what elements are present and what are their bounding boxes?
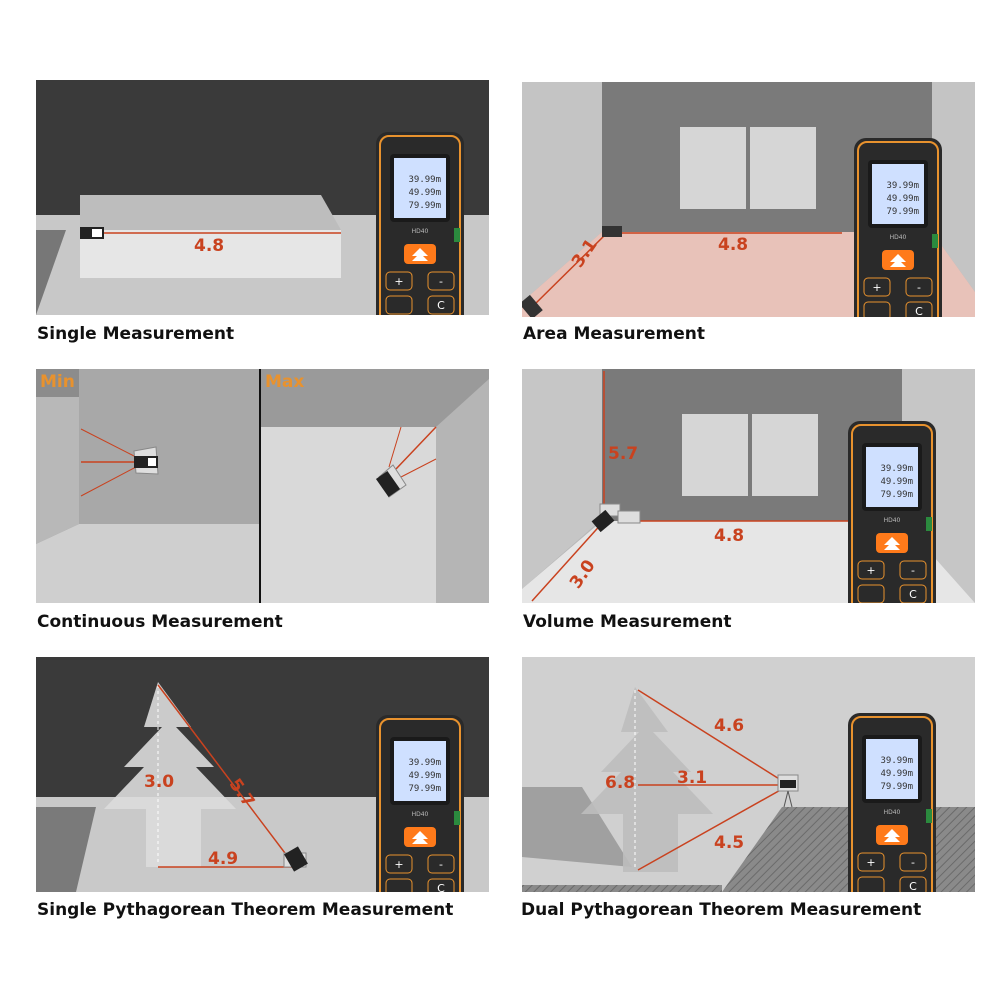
svg-text:79.99m: 79.99m — [408, 784, 441, 794]
svg-text:79.99m: 79.99m — [408, 201, 441, 211]
volume-length-value: 4.8 — [714, 526, 745, 546]
caption-continuous: Continuous Measurement — [37, 612, 283, 632]
tree-icon — [104, 682, 236, 867]
continuous-min-scene — [36, 369, 259, 603]
svg-text:HD40: HD40 — [884, 809, 901, 816]
svg-text:39.99m: 39.99m — [880, 756, 913, 766]
dual-middle-value: 3.1 — [677, 768, 708, 788]
svg-text:+: + — [866, 564, 875, 577]
svg-text:-: - — [911, 856, 915, 869]
svg-text:49.99m: 49.99m — [886, 194, 919, 204]
laser-device: 39.99m 49.99m 79.99m HD40 + - C — [846, 421, 938, 603]
svg-text:-: - — [439, 858, 443, 871]
svg-text:79.99m: 79.99m — [886, 207, 919, 217]
pythagorean-height-value: 3.0 — [144, 772, 175, 792]
svg-text:79.99m: 79.99m — [880, 490, 913, 500]
single-distance-value: 4.8 — [194, 236, 225, 256]
svg-text:39.99m: 39.99m — [408, 758, 441, 768]
dual-height-value: 6.8 — [605, 773, 636, 793]
svg-text:49.99m: 49.99m — [880, 769, 913, 779]
caption-dual-pythagorean: Dual Pythagorean Theorem Measurement — [521, 900, 922, 920]
caption-area: Area Measurement — [523, 324, 705, 344]
svg-text:C: C — [437, 299, 445, 312]
svg-text:-: - — [917, 281, 921, 294]
panel-single-pythagorean: 3.0 5.7 4.9 39.99m 49.99m 79.99m HD40 + … — [36, 657, 489, 892]
svg-text:49.99m: 49.99m — [408, 771, 441, 781]
panel-single: 4.8 39.99m 49.99m 79.99m HD40 + - C — [36, 80, 489, 315]
panel-volume: 5.7 4.8 3.0 39.99m 49.99m 79.99m HD40 + … — [522, 369, 975, 603]
svg-text:39.99m: 39.99m — [880, 464, 913, 474]
svg-text:+: + — [394, 275, 403, 288]
label-max: Max — [265, 372, 305, 392]
laser-device: 39.99m 49.99m 79.99m HD40 + - C — [374, 132, 466, 315]
label-min: Min — [40, 372, 75, 392]
laser-device: 39.99m 49.99m 79.99m HD40 + - C — [846, 713, 938, 892]
caption-single: Single Measurement — [37, 324, 235, 344]
svg-text:HD40: HD40 — [884, 517, 901, 524]
tree-icon — [581, 687, 713, 872]
svg-text:49.99m: 49.99m — [880, 477, 913, 487]
svg-text:C: C — [909, 588, 917, 601]
caption-volume: Volume Measurement — [523, 612, 732, 632]
svg-text:C: C — [909, 880, 917, 892]
svg-text:C: C — [437, 882, 445, 892]
volume-height-value: 5.7 — [608, 444, 639, 464]
svg-text:HD40: HD40 — [890, 234, 907, 241]
svg-text:39.99m: 39.99m — [886, 181, 919, 191]
svg-text:49.99m: 49.99m — [408, 188, 441, 198]
dual-bottom-value: 4.5 — [714, 833, 745, 853]
svg-text:HD40: HD40 — [412, 811, 429, 818]
panel-dual-pythagorean: 4.6 6.8 3.1 4.5 39.99m 49.99m 79.99m HD4… — [522, 657, 975, 892]
divider — [259, 369, 261, 603]
svg-text:+: + — [872, 281, 881, 294]
svg-text:C: C — [915, 305, 923, 317]
svg-text:HD40: HD40 — [412, 228, 429, 235]
area-length-value: 4.8 — [718, 235, 749, 255]
svg-text:79.99m: 79.99m — [880, 782, 913, 792]
dual-top-value: 4.6 — [714, 716, 745, 736]
caption-single-pythagorean: Single Pythagorean Theorem Measurement — [37, 900, 454, 920]
svg-text:-: - — [911, 564, 915, 577]
panel-area: 4.8 3.1 39.99m 49.99m 79.99m HD40 + - C — [522, 82, 975, 317]
svg-text:+: + — [866, 856, 875, 869]
laser-device: 39.99m 49.99m 79.99m HD40 + - C — [852, 138, 944, 317]
pythagorean-base-value: 4.9 — [208, 849, 239, 869]
panel-continuous-max — [261, 369, 489, 603]
panel-continuous-min — [36, 369, 259, 603]
continuous-max-scene — [261, 369, 489, 603]
svg-text:39.99m: 39.99m — [408, 175, 441, 185]
svg-text:+: + — [394, 858, 403, 871]
svg-text:-: - — [439, 275, 443, 288]
laser-device: 39.99m 49.99m 79.99m HD40 + - C — [374, 715, 466, 892]
